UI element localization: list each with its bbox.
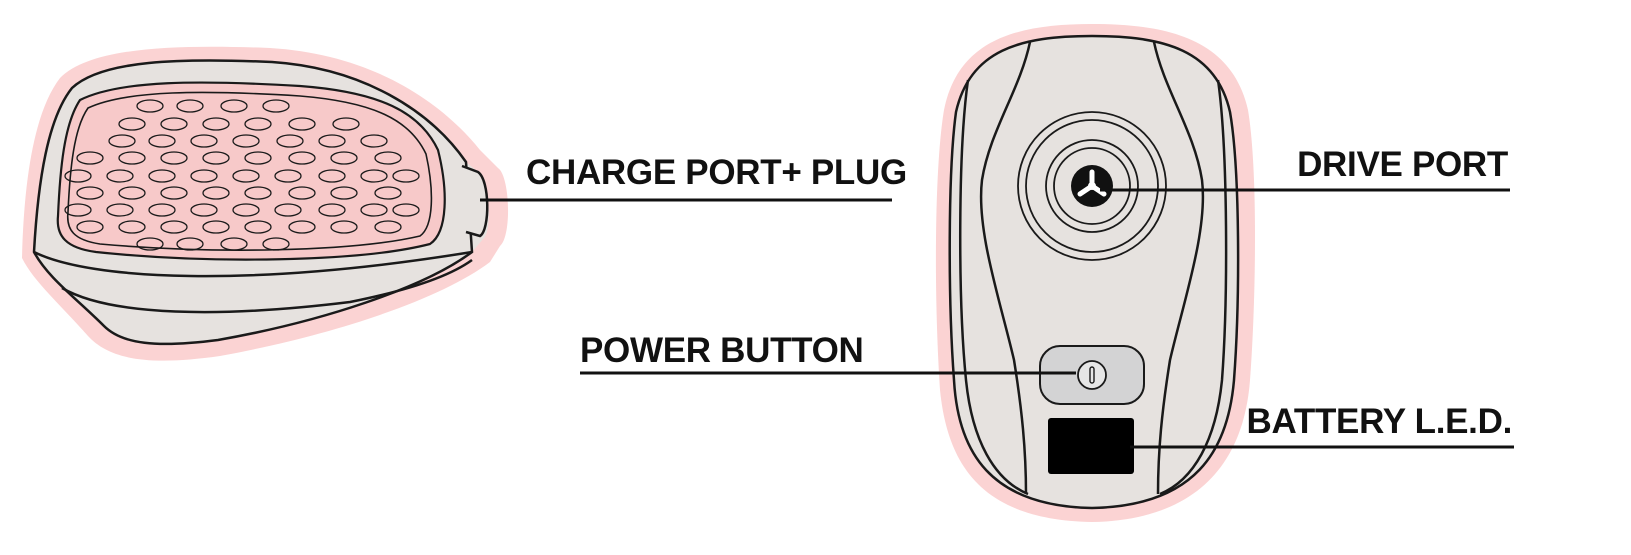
pad-texture-dot <box>330 151 358 165</box>
power-button <box>1039 345 1145 405</box>
pad-texture-dot <box>360 203 388 217</box>
pad-texture-dot <box>148 134 176 148</box>
pad-texture-dot <box>76 220 104 234</box>
charge-port-label: CHARGE PORT+ PLUG <box>526 153 907 192</box>
pad-texture-dot <box>244 220 272 234</box>
pad-texture-dot <box>232 203 260 217</box>
battery-led-label: BATTERY L.E.D. <box>1247 402 1512 441</box>
front-view-right-edge <box>1159 79 1228 496</box>
side-view-pad-inner <box>66 91 433 251</box>
pad-texture-dot <box>318 134 346 148</box>
pad-texture-dot <box>262 237 290 251</box>
pad-texture-dot <box>318 169 346 183</box>
device-front-view <box>935 24 1255 522</box>
pad-texture-dot <box>274 203 302 217</box>
pad-texture-dot <box>220 99 248 113</box>
drive-port-label: DRIVE PORT <box>1297 145 1508 184</box>
pad-texture-dot <box>176 237 204 251</box>
pad-texture-dot <box>232 169 260 183</box>
side-view-pad-dots <box>64 99 420 251</box>
pad-texture-dot <box>202 220 230 234</box>
pad-texture-dot <box>160 151 188 165</box>
power-icon <box>1077 360 1107 390</box>
pad-texture-dot <box>392 169 420 183</box>
pad-texture-dot <box>190 169 218 183</box>
front-view-outline <box>948 34 1240 510</box>
power-button-label: POWER BUTTON <box>580 331 864 370</box>
pad-texture-dot <box>374 220 402 234</box>
pad-texture-dot <box>202 186 230 200</box>
front-view-left-edge <box>958 79 1029 496</box>
pad-texture-dot <box>108 134 136 148</box>
pad-texture-dot <box>330 220 358 234</box>
pad-texture-dot <box>118 186 146 200</box>
pad-texture-dot <box>64 203 92 217</box>
pad-texture-dot <box>202 117 230 131</box>
pad-texture-dot <box>190 134 218 148</box>
pad-texture-dot <box>106 203 134 217</box>
pad-texture-dot <box>160 220 188 234</box>
pad-texture-dot <box>360 134 388 148</box>
pad-texture-dot <box>276 134 304 148</box>
pad-texture-dot <box>288 186 316 200</box>
pad-texture-dot <box>232 134 260 148</box>
pad-texture-dot <box>76 151 104 165</box>
pad-texture-dot <box>374 186 402 200</box>
pad-texture-dot <box>76 186 104 200</box>
pad-texture-dot <box>106 169 134 183</box>
pad-texture-dot <box>274 169 302 183</box>
side-view-base-line <box>61 258 473 314</box>
pad-texture-dot <box>244 186 272 200</box>
pad-texture-dot <box>332 117 360 131</box>
pad-texture-dot <box>330 186 358 200</box>
pad-texture-dot <box>202 151 230 165</box>
battery-led <box>1048 418 1134 474</box>
device-side-view <box>22 46 509 361</box>
side-view-shell-line <box>33 250 473 278</box>
side-view-plug <box>462 166 488 236</box>
drive-port <box>1017 111 1167 261</box>
pad-texture-dot <box>136 237 164 251</box>
front-view-left-seam <box>979 41 1032 495</box>
pad-texture-dot <box>118 117 146 131</box>
pad-texture-dot <box>374 151 402 165</box>
pad-texture-dot <box>136 99 164 113</box>
pad-texture-dot <box>118 151 146 165</box>
pad-texture-dot <box>262 99 290 113</box>
front-view-right-seam <box>1152 41 1205 495</box>
pad-texture-dot <box>318 203 346 217</box>
pad-texture-dot <box>148 203 176 217</box>
pad-texture-dot <box>244 117 272 131</box>
pad-texture-dot <box>392 203 420 217</box>
pad-texture-dot <box>176 99 204 113</box>
pad-texture-dot <box>118 220 146 234</box>
pad-texture-dot <box>288 117 316 131</box>
pad-texture-dot <box>288 151 316 165</box>
pad-texture-dot <box>160 186 188 200</box>
side-view-plug-outline <box>461 164 489 238</box>
pad-texture-dot <box>288 220 316 234</box>
pad-texture-dot <box>360 169 388 183</box>
pad-texture-dot <box>148 169 176 183</box>
pad-texture-dot <box>220 237 248 251</box>
pad-texture-dot <box>244 151 272 165</box>
pad-texture-dot <box>160 117 188 131</box>
pad-texture-dot <box>190 203 218 217</box>
pad-texture-dot <box>64 169 92 183</box>
